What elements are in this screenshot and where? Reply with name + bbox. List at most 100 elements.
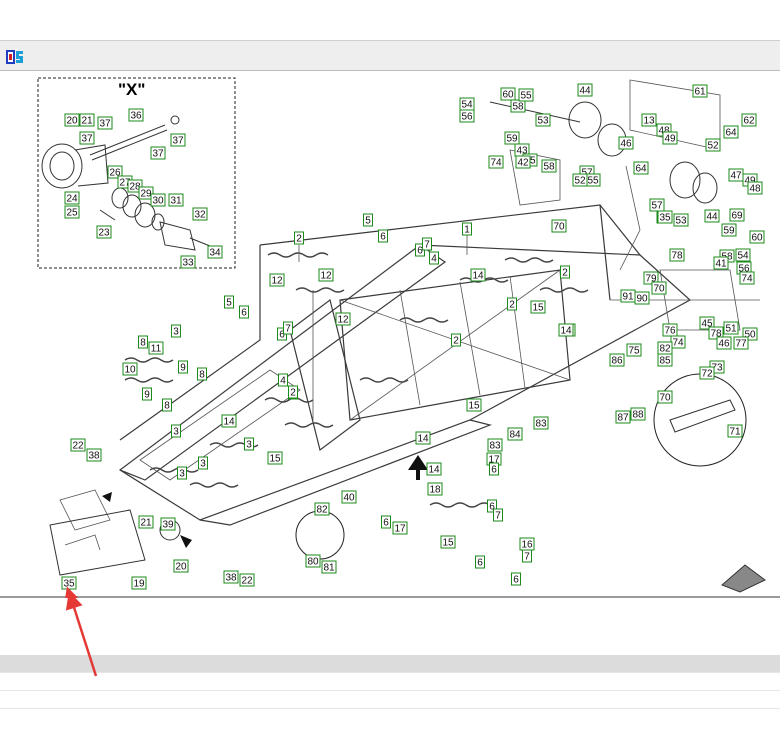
part-label-54[interactable]: 54: [735, 248, 751, 262]
part-label-9[interactable]: 9: [178, 360, 188, 374]
part-label-5[interactable]: 5: [363, 213, 373, 227]
part-label-6[interactable]: 6: [475, 555, 485, 569]
part-label-22[interactable]: 22: [70, 438, 86, 452]
part-label-3[interactable]: 3: [171, 324, 181, 338]
part-label-44[interactable]: 44: [704, 209, 720, 223]
part-label-37[interactable]: 37: [150, 146, 166, 160]
part-label-1[interactable]: 1: [462, 222, 472, 236]
part-label-42[interactable]: 42: [515, 155, 531, 169]
part-label-70[interactable]: 70: [657, 390, 673, 404]
part-label-31[interactable]: 31: [168, 193, 184, 207]
part-label-33[interactable]: 33: [180, 255, 196, 269]
part-label-37[interactable]: 37: [97, 116, 113, 130]
part-label-32[interactable]: 32: [192, 207, 208, 221]
part-label-35[interactable]: 35: [61, 576, 77, 590]
part-label-3[interactable]: 3: [198, 456, 208, 470]
part-label-11[interactable]: 11: [148, 341, 164, 355]
part-label-14[interactable]: 14: [415, 431, 431, 445]
part-label-55[interactable]: 55: [518, 88, 534, 102]
part-label-21[interactable]: 21: [138, 515, 154, 529]
part-label-7[interactable]: 7: [422, 237, 432, 251]
list-row[interactable]: [0, 708, 780, 730]
part-label-64[interactable]: 64: [723, 125, 739, 139]
part-label-59[interactable]: 59: [721, 223, 737, 237]
diagram-canvas[interactable]: "X": [0, 72, 780, 598]
part-label-56[interactable]: 56: [459, 109, 475, 123]
part-label-48[interactable]: 48: [747, 181, 763, 195]
part-label-54[interactable]: 54: [459, 97, 475, 111]
part-label-78[interactable]: 78: [669, 248, 685, 262]
part-label-82[interactable]: 82: [657, 341, 673, 355]
part-label-55[interactable]: 55: [585, 173, 601, 187]
part-label-14[interactable]: 14: [426, 462, 442, 476]
part-label-2[interactable]: 2: [507, 297, 517, 311]
part-label-12[interactable]: 12: [269, 273, 285, 287]
part-label-77[interactable]: 77: [733, 336, 749, 350]
part-label-16[interactable]: 16: [519, 537, 535, 551]
part-label-80[interactable]: 80: [305, 554, 321, 568]
part-label-3[interactable]: 3: [177, 466, 187, 480]
part-label-6[interactable]: 6: [487, 499, 497, 513]
part-label-20[interactable]: 20: [173, 559, 189, 573]
part-label-6[interactable]: 6: [239, 305, 249, 319]
part-label-57[interactable]: 57: [649, 198, 665, 212]
part-label-83[interactable]: 83: [487, 438, 503, 452]
part-label-2[interactable]: 2: [560, 265, 570, 279]
part-label-46[interactable]: 46: [618, 136, 634, 150]
part-label-61[interactable]: 61: [692, 84, 708, 98]
part-label-15[interactable]: 15: [440, 535, 456, 549]
part-label-3[interactable]: 3: [244, 437, 254, 451]
part-label-6[interactable]: 6: [381, 515, 391, 529]
part-label-74[interactable]: 74: [488, 155, 504, 169]
part-label-36[interactable]: 36: [128, 108, 144, 122]
part-label-60[interactable]: 60: [749, 230, 765, 244]
list-row[interactable]: [0, 690, 780, 709]
part-label-76[interactable]: 76: [662, 323, 678, 337]
part-label-87[interactable]: 87: [615, 410, 631, 424]
part-label-4[interactable]: 4: [429, 251, 439, 265]
part-label-15[interactable]: 15: [466, 398, 482, 412]
part-label-12[interactable]: 12: [335, 312, 351, 326]
part-label-86[interactable]: 86: [609, 353, 625, 367]
part-label-40[interactable]: 40: [341, 490, 357, 504]
part-label-23[interactable]: 23: [96, 225, 112, 239]
part-label-13[interactable]: 13: [641, 113, 657, 127]
part-label-15[interactable]: 15: [267, 451, 283, 465]
part-label-24[interactable]: 24: [64, 191, 80, 205]
part-label-2[interactable]: 2: [451, 333, 461, 347]
part-label-52[interactable]: 52: [705, 138, 721, 152]
part-label-53[interactable]: 53: [535, 113, 551, 127]
part-label-12[interactable]: 12: [318, 268, 334, 282]
part-label-58[interactable]: 58: [510, 99, 526, 113]
part-label-35[interactable]: 35: [657, 210, 673, 224]
part-label-70[interactable]: 70: [651, 281, 667, 295]
part-label-37[interactable]: 37: [79, 131, 95, 145]
part-label-51[interactable]: 51: [723, 321, 739, 335]
part-label-75[interactable]: 75: [626, 343, 642, 357]
part-label-7[interactable]: 7: [283, 321, 293, 335]
part-label-74[interactable]: 74: [739, 271, 755, 285]
part-label-17[interactable]: 17: [392, 521, 408, 535]
part-label-34[interactable]: 34: [207, 245, 223, 259]
part-label-72[interactable]: 72: [699, 366, 715, 380]
part-label-10[interactable]: 10: [122, 362, 138, 376]
part-label-7[interactable]: 7: [493, 508, 503, 522]
part-label-29[interactable]: 29: [138, 186, 154, 200]
part-label-22[interactable]: 22: [239, 573, 255, 587]
part-label-83[interactable]: 83: [533, 416, 549, 430]
part-label-52[interactable]: 52: [572, 173, 588, 187]
part-label-64[interactable]: 64: [633, 161, 649, 175]
part-label-39[interactable]: 39: [160, 517, 176, 531]
part-label-8[interactable]: 8: [197, 367, 207, 381]
part-label-49[interactable]: 49: [662, 131, 678, 145]
part-label-47[interactable]: 47: [728, 168, 744, 182]
part-label-17[interactable]: 17: [486, 452, 502, 466]
part-label-25[interactable]: 25: [64, 205, 80, 219]
part-label-71[interactable]: 71: [727, 424, 743, 438]
part-label-8[interactable]: 8: [162, 398, 172, 412]
part-label-20[interactable]: 20: [64, 113, 80, 127]
part-label-8[interactable]: 8: [138, 335, 148, 349]
part-label-4[interactable]: 4: [278, 373, 288, 387]
part-label-7[interactable]: 7: [522, 549, 532, 563]
part-label-88[interactable]: 88: [630, 407, 646, 421]
